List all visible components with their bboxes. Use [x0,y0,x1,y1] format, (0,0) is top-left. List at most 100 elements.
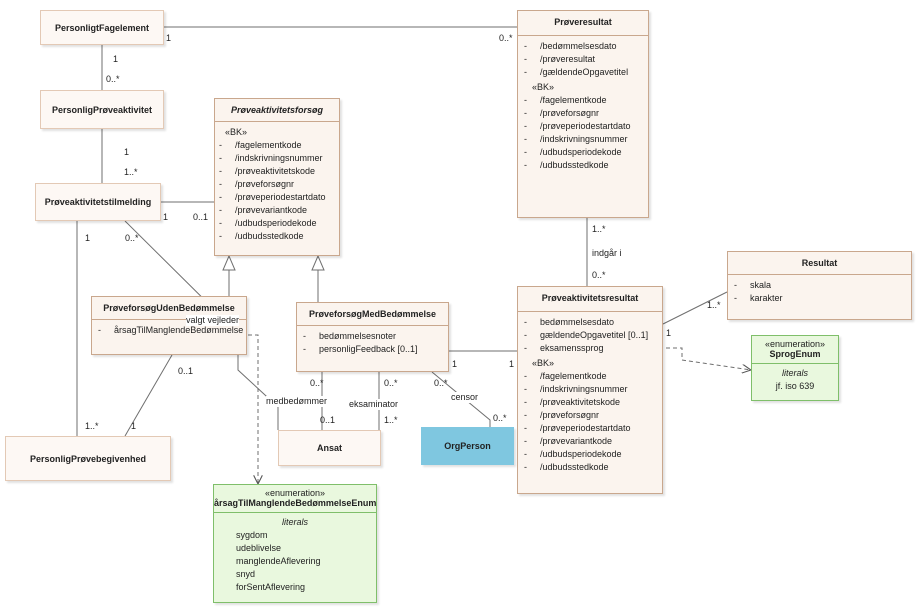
literal-list: jf. iso 639 [752,380,838,393]
class-name: PrøveforsøgUdenBedømmelse [103,303,235,313]
multiplicity: 1..* [384,415,398,425]
attribute: -/udbudsperiodekode [524,147,622,157]
class-proeveaktivitetsresultat[interactable]: Prøveaktivitetsresultat -bedømmelsesdato… [517,286,663,494]
multiplicity: 1..* [85,421,99,431]
literals-label: literals [281,517,308,527]
attribute: -/prøveaktivitetskode [524,397,621,407]
attribute-text: /udbudsstedkode [540,160,609,170]
attribute: -/prøveforsøgnr [524,108,600,118]
attribute-text: /prøveresultat [540,54,596,64]
generalization-arrow-uden [222,254,236,271]
attribute-list: -årsagTilManglendeBedømmelse [92,320,246,337]
attribute: -årsagTilManglendeBedømmelse [98,325,244,335]
multiplicity: 0..* [499,33,513,43]
class-resultat[interactable]: Resultat -skala -karakter [727,251,912,320]
attribute: -/fagelementkode [524,95,607,105]
attribute-text: /udbudsperiodekode [235,218,317,228]
class-proeveforsoeg-med-bedoemmelse[interactable]: PrøveforsøgMedBedømmelse -bedømmelsesnot… [296,302,449,372]
attribute-text: personligFeedback [0..1] [319,344,418,354]
class-name: OrgPerson [444,441,491,451]
attribute-list: -/bedømmelsesdato-/prøveresultat-/gælden… [518,36,648,79]
class-personlig-proeveaktivitet[interactable]: PersonligPrøveaktivitet [40,90,164,129]
class-name: Prøveaktivitetsresultat [541,293,639,303]
class-proeveaktivitetstilmelding[interactable]: Prøveaktivitetstilmelding [35,183,161,221]
assoc-resultat [662,291,728,325]
class-personlig-proevebegivenhed[interactable]: PersonligPrøvebegivenhed [5,436,171,481]
bk-attribute-list: -/fagelementkode-/prøveforsøgnr-/prøvepe… [524,94,648,172]
multiplicity: 1..* [592,224,606,234]
role-label: eksaminator [349,399,399,410]
literal: sygdom [236,530,268,540]
multiplicity: 1 [166,33,172,43]
attribute: -/indskrivningsnummer [219,153,323,163]
class-name: Ansat [316,443,342,453]
multiplicity: 0..* [434,378,448,388]
attribute-text: /prøveperiodestartdato [540,121,631,131]
multiplicity: 1..* [124,167,138,177]
class-personligt-fagelement[interactable]: PersonligtFagelement [40,10,164,45]
attribute: -personligFeedback [0..1] [303,344,418,354]
literal: manglendeAflevering [236,556,321,566]
multiplicity: 1 [131,421,137,431]
attribute-text: /fagelementkode [540,95,607,105]
attribute-text: /udbudsperiodekode [540,449,622,459]
role-label: censor [451,392,479,403]
role-label: valgt vejleder [186,315,240,326]
class-name: PersonligtFagelement [54,22,150,33]
literal: udeblivelse [236,543,282,553]
bk-attribute-list: -/fagelementkode -/indskrivningsnummer -/p… [524,370,662,474]
attribute: -/prøveforsøgnr [524,410,600,420]
generalization-arrow-med [311,254,325,271]
attribute: -gældendeOpgavetitel [0..1] [524,330,649,340]
attribute: -/udbudsperiodekode [219,218,317,228]
multiplicity: 1..* [707,300,721,310]
class-name: Prøveaktivitetsforsøg [230,105,324,115]
attribute-text: /indskrivningsnummer [540,384,628,394]
attribute: -/udbudsstedkode [219,231,304,241]
class-name: SprogEnum [769,349,821,359]
attribute-text: /prøveaktivitetskode [540,397,621,407]
enum-aarsag[interactable]: «enumeration» årsagTilManglendeBedømmels… [213,484,377,603]
attribute: -/fagelementkode [524,371,607,381]
attribute-text: /prøveforsøgnr [540,410,600,420]
attribute-text: /indskrivningsnummer [235,153,323,163]
attribute: -skala [734,280,772,290]
attribute: -/indskrivningsnummer [524,134,628,144]
attribute: -karakter [734,293,783,303]
literal: snyd [236,569,256,579]
role-label: indgår i [592,248,622,259]
attribute: -/prøveperiodestartdato [219,192,326,202]
attribute-text: /indskrivningsnummer [540,134,628,144]
dependency-sprog-enum [652,347,751,370]
multiplicity: 1 [113,54,119,64]
literal: jf. iso 639 [775,381,815,391]
class-name: Prøveaktivitetstilmelding [44,197,152,207]
multiplicity: 0..* [592,270,606,280]
multiplicity: 1 [124,147,130,157]
bk-label: «BK» [532,82,555,92]
multiplicity: 0..1 [178,366,194,376]
attribute: -bedømmelsesnoter [303,331,397,341]
attribute-text: /prøvevariantkode [540,436,613,446]
multiplicity: 0..* [493,413,507,423]
attribute: -/indskrivningsnummer [524,384,628,394]
class-orgperson[interactable]: OrgPerson [421,427,514,465]
attribute-text: /gældendeOpgavetitel [540,67,629,77]
attribute-text: /fagelementkode [540,371,607,381]
class-ansat[interactable]: Ansat [278,430,381,466]
class-proeveaktivitetsforsoeg[interactable]: Prøveaktivitetsforsøg «BK» -/fagelementk… [214,98,340,256]
multiplicity: 0..* [125,233,139,243]
literal: forSentAflevering [236,582,306,592]
attribute: -/prøvevariantkode [524,436,613,446]
enum-sprog[interactable]: «enumeration» SprogEnum literals jf. iso… [751,335,839,401]
multiplicity: 1 [452,359,458,369]
attribute-text: /prøveaktivitetskode [235,166,316,176]
attribute-text: gældendeOpgavetitel [0..1] [540,330,649,340]
attribute-text: skala [750,280,772,290]
attribute: -/udbudsstedkode [524,160,609,170]
class-proeveresultat[interactable]: Prøveresultat -/bedømmelsesdato-/prøvere… [517,10,649,218]
class-name: Resultat [801,258,838,268]
attribute-text: /prøveforsøgnr [235,179,295,189]
multiplicity: 0..* [106,74,120,84]
